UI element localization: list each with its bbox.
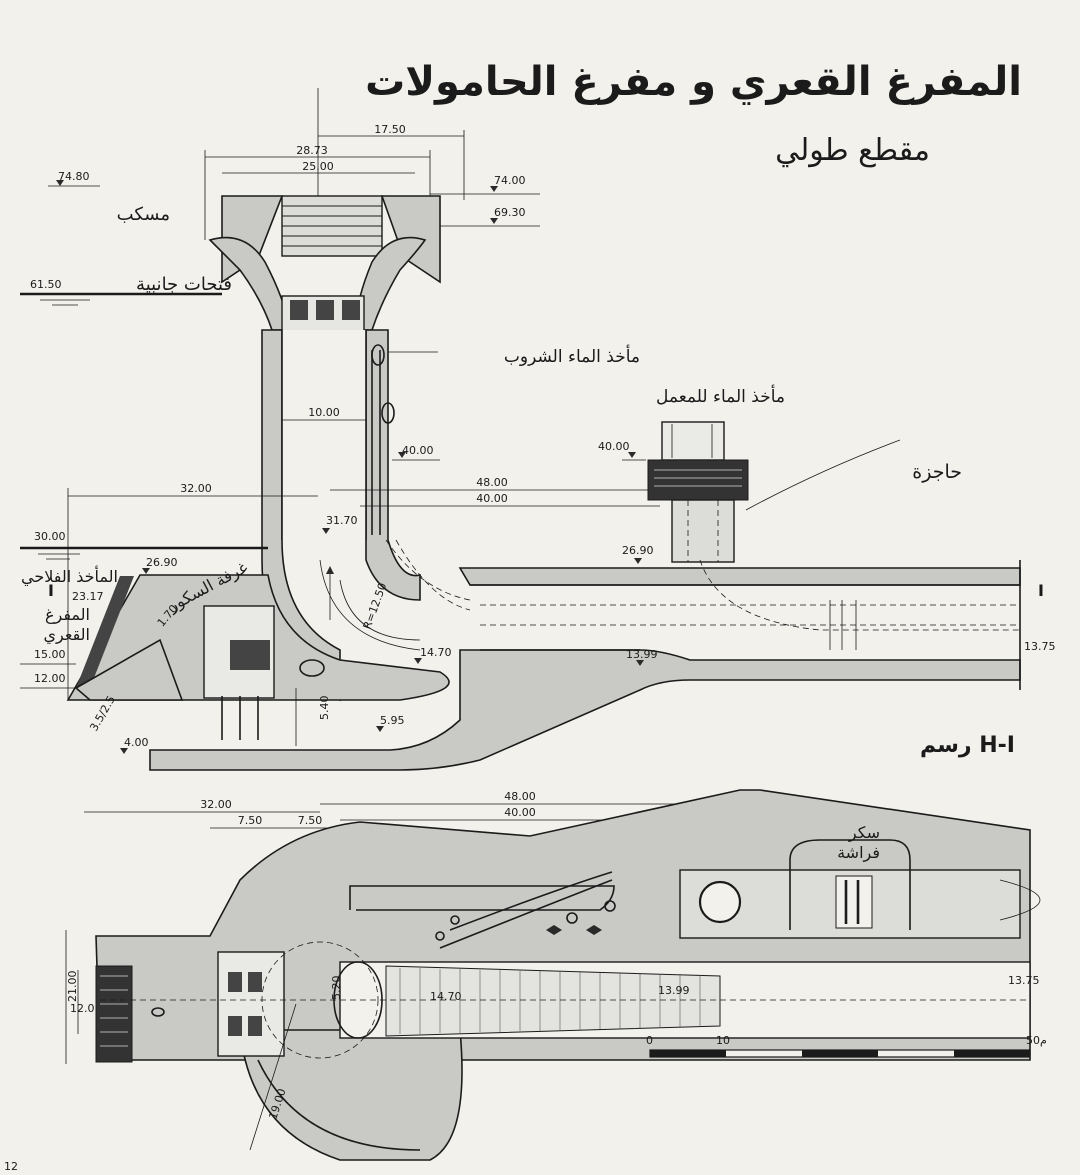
side-openings-label: فتحات جانبية	[136, 274, 232, 295]
elev-5-95: 5.95	[380, 714, 405, 727]
figure-label: رسم H-I	[920, 733, 1015, 758]
scale-zero: 0	[646, 1034, 653, 1047]
dim-17-50: 17.50	[374, 123, 406, 136]
title: المفرغ القعري و مفرغ الحامولات	[365, 59, 1022, 105]
lab-intake-label: مأخذ الماء للمعمل	[656, 384, 785, 407]
subtitle: مقطع طولي	[775, 133, 930, 168]
plan-dim-5-20: 5.20	[330, 976, 343, 1001]
plan-elev-14-70: 14.70	[430, 990, 462, 1003]
plan-dim-21-00: 21.00	[66, 971, 79, 1003]
plan-dim-40-00: 40.00	[504, 806, 536, 819]
plan-dim-7-50-a: 7.50	[238, 814, 263, 827]
elev-61-50: 61.50	[30, 278, 62, 291]
elev-13-99: 13.99	[626, 648, 658, 661]
elev-69-30: 69.30	[494, 206, 526, 219]
dim-48-00: 48.00	[476, 476, 508, 489]
plan-dim-32-00: 32.00	[200, 798, 232, 811]
plan-elev-13-75: 13.75	[1008, 974, 1040, 987]
radius-label: R=12.50	[361, 581, 390, 631]
plan-elev-13-99: 13.99	[658, 984, 690, 997]
dim-25-00: 25.00	[302, 160, 334, 173]
barrier-label: حاجزة	[912, 461, 962, 483]
elev-15-00: 15.00	[34, 648, 66, 661]
plan-view: 32.00 48.00 40.00 7.50 7.50	[65, 789, 1041, 1161]
elev-26-90-a: 26.90	[146, 556, 178, 569]
elev-40-00-b: 40.00	[598, 440, 630, 453]
agri-intake-label: المأخذ الفلاحي	[21, 565, 118, 587]
bottom-outlet-label-1: المفرغ	[45, 605, 90, 625]
dim-28-73: 28.73	[296, 144, 328, 157]
dim-40-00: 40.00	[476, 492, 508, 505]
scale-ten: 10	[716, 1034, 730, 1047]
butterfly-label-1: سكر	[848, 823, 880, 843]
drinking-intake-label: مأخذ الماء الشروب	[504, 344, 640, 367]
scale-fifty: 50م	[1026, 1034, 1047, 1047]
dim-5-40: 5.40	[318, 696, 331, 721]
elev-74-00: 74.00	[494, 174, 526, 187]
elev-14-70: 14.70	[420, 646, 452, 659]
elev-23-17: 23.17	[72, 590, 104, 603]
plan-dim-48-00: 48.00	[504, 790, 536, 803]
elev-40-00-a: 40.00	[402, 444, 434, 457]
scale-bar: 0 10 50م	[646, 1034, 1047, 1058]
longitudinal-section: 17.50 28.73 25.00 74.80 مسكب 74.00 69.30…	[20, 88, 1056, 771]
dim-10-00: 10.00	[308, 406, 340, 419]
page-number: 12	[4, 1160, 18, 1171]
section-mark-left: I	[48, 581, 54, 600]
butterfly-label-2: فراشة	[837, 843, 880, 863]
elev-13-75: 13.75	[1024, 640, 1056, 653]
elev-31-70: 31.70	[326, 514, 358, 527]
roof-label: مسكب	[117, 204, 170, 225]
elev-12-00: 12.00	[34, 672, 66, 685]
bottom-outlet-label-2: القعري	[44, 625, 90, 645]
elev-26-90-b: 26.90	[622, 544, 654, 557]
plan-dim-7-50-b: 7.50	[298, 814, 323, 827]
elev-30-00: 30.00	[34, 530, 66, 543]
elev-4-00: 4.00	[124, 736, 149, 749]
plan-dim-12-0: 12.0	[70, 1002, 95, 1015]
dim-32-00: 32.00	[180, 482, 212, 495]
elev-74-80: 74.80	[58, 170, 90, 183]
section-mark-right: I	[1038, 581, 1044, 600]
